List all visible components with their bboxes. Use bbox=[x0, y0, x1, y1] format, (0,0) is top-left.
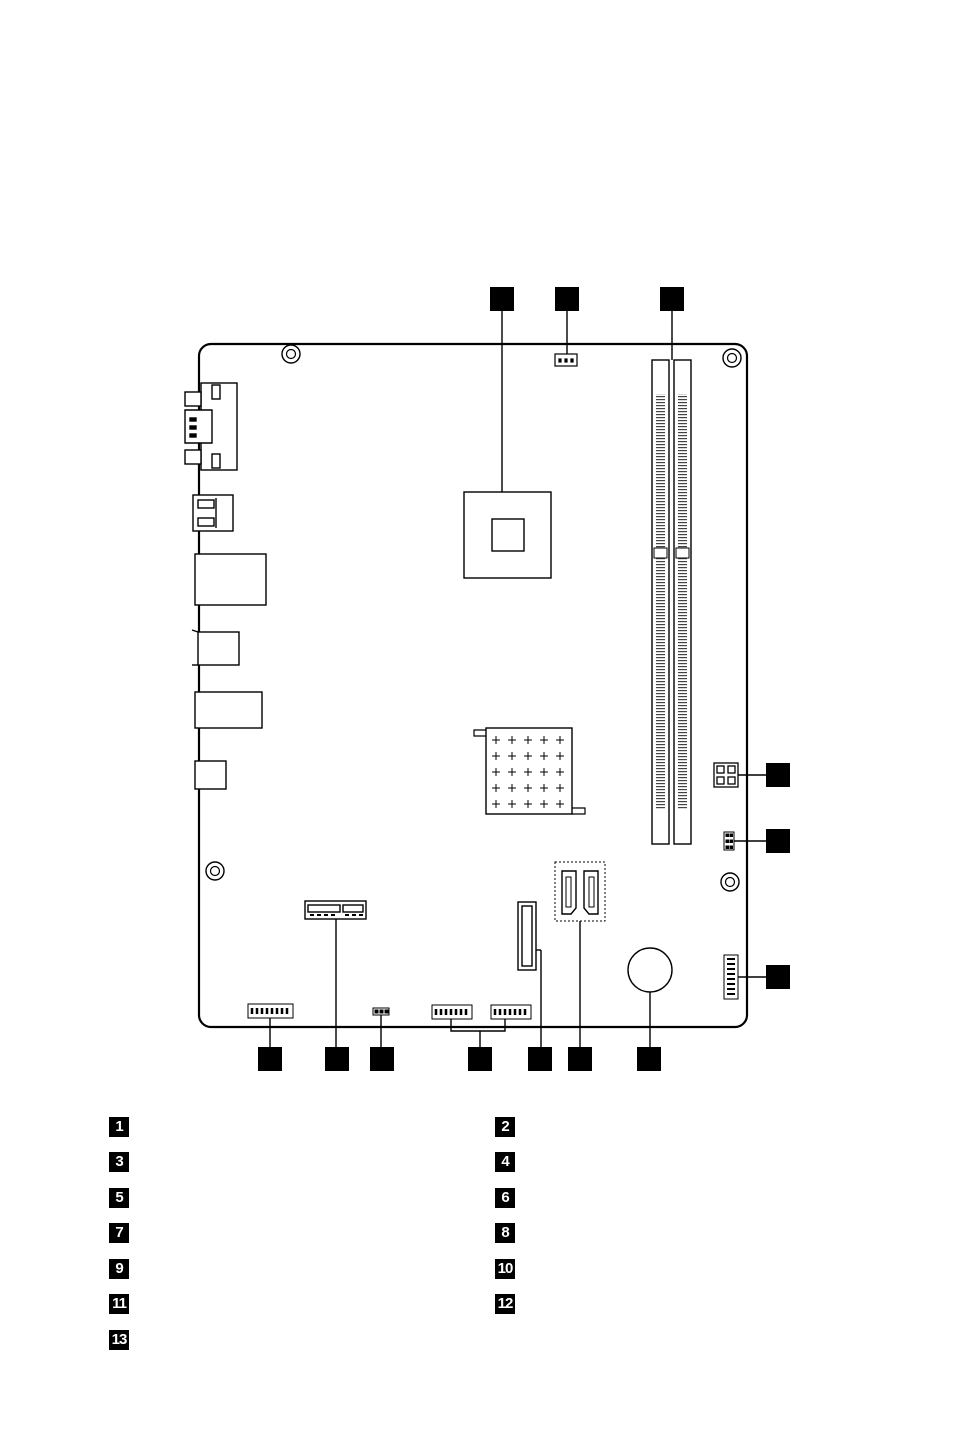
callout-box bbox=[258, 1047, 282, 1071]
callout-box bbox=[468, 1047, 492, 1071]
memory-slot-1 bbox=[652, 360, 669, 844]
jumper-header bbox=[724, 832, 734, 850]
usb-header-front-1 bbox=[432, 1005, 472, 1019]
callout-box bbox=[637, 1047, 661, 1071]
callout-box bbox=[528, 1047, 552, 1071]
front-panel-header bbox=[248, 1004, 293, 1018]
ethernet-usb-connector bbox=[195, 554, 266, 605]
usb-header-right bbox=[724, 955, 738, 999]
fan-connector bbox=[555, 354, 577, 366]
callout-box bbox=[766, 829, 790, 853]
coin-cell-battery bbox=[628, 948, 672, 992]
usb-connector-2 bbox=[195, 692, 262, 728]
callout-box bbox=[568, 1047, 592, 1071]
callout-box bbox=[766, 763, 790, 787]
display-port-connector bbox=[193, 495, 233, 531]
callout-box bbox=[325, 1047, 349, 1071]
usb-connector bbox=[192, 630, 239, 665]
cpu-socket bbox=[464, 492, 551, 578]
pcie-slot bbox=[305, 901, 366, 919]
callout-box bbox=[660, 287, 684, 311]
power-connector-4pin bbox=[714, 763, 738, 787]
callout-box bbox=[555, 287, 579, 311]
vga-connector bbox=[185, 383, 237, 470]
chipset-heatsink bbox=[474, 728, 585, 814]
usb-header-front-2 bbox=[491, 1005, 531, 1019]
audio-connector bbox=[195, 761, 226, 789]
memory-slot-2 bbox=[674, 360, 691, 844]
clear-cmos-jumper bbox=[373, 1008, 389, 1015]
callout-box bbox=[766, 965, 790, 989]
callout-box bbox=[490, 287, 514, 311]
callout-box bbox=[370, 1047, 394, 1071]
